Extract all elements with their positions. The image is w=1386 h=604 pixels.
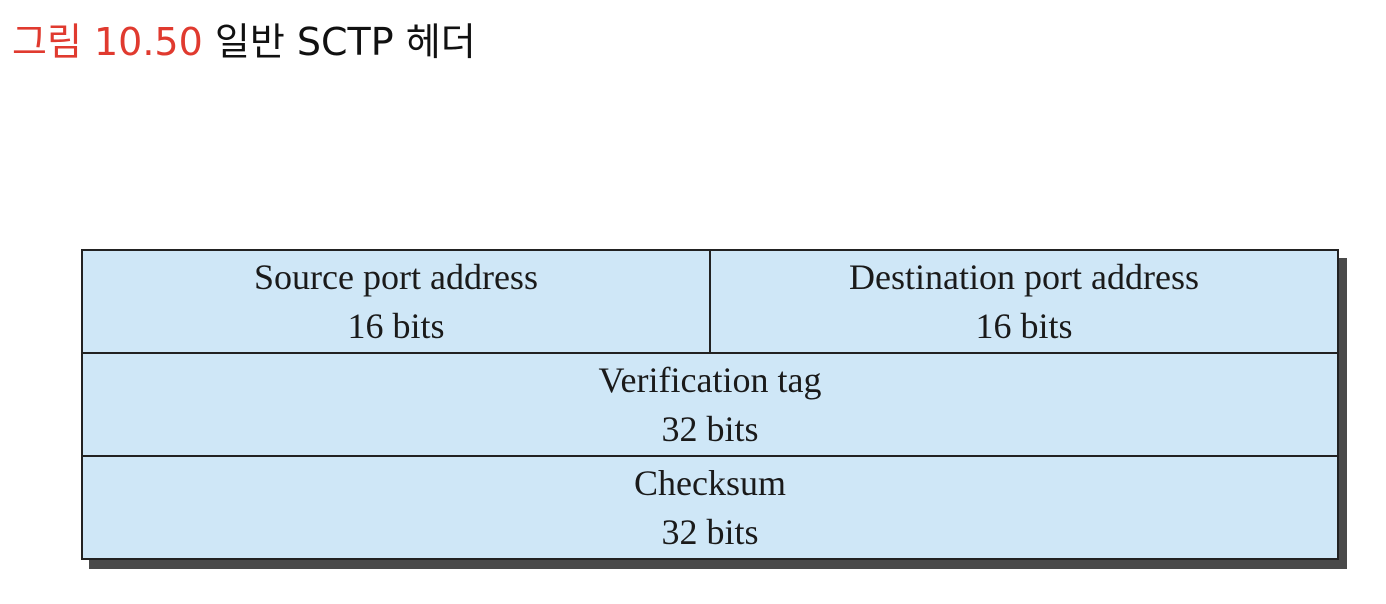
figure-title: 일반 SCTP 헤더: [214, 20, 476, 64]
figure-number: 그림 10.50: [12, 20, 203, 64]
field-name: Verification tag: [598, 359, 822, 400]
destination-port-field: Destination port address 16 bits: [709, 251, 1337, 352]
figure-caption: 그림 10.50 일반 SCTP 헤더: [12, 18, 476, 66]
field-size: 32 bits: [661, 511, 759, 552]
field-size: 16 bits: [347, 305, 445, 346]
field-size: 32 bits: [661, 408, 759, 449]
sctp-header-diagram: Source port address 16 bits Destination …: [81, 249, 1339, 560]
field-size: 16 bits: [975, 305, 1073, 346]
verification-tag-field: Verification tag 32 bits: [83, 354, 1337, 455]
checksum-field: Checksum 32 bits: [83, 457, 1337, 558]
field-name: Destination port address: [849, 256, 1199, 297]
source-port-field: Source port address 16 bits: [83, 251, 709, 352]
header-row-checksum: Checksum 32 bits: [83, 455, 1337, 558]
header-row-verification: Verification tag 32 bits: [83, 352, 1337, 455]
field-name: Checksum: [634, 462, 786, 503]
field-name: Source port address: [254, 256, 538, 297]
header-row-ports: Source port address 16 bits Destination …: [83, 251, 1337, 352]
